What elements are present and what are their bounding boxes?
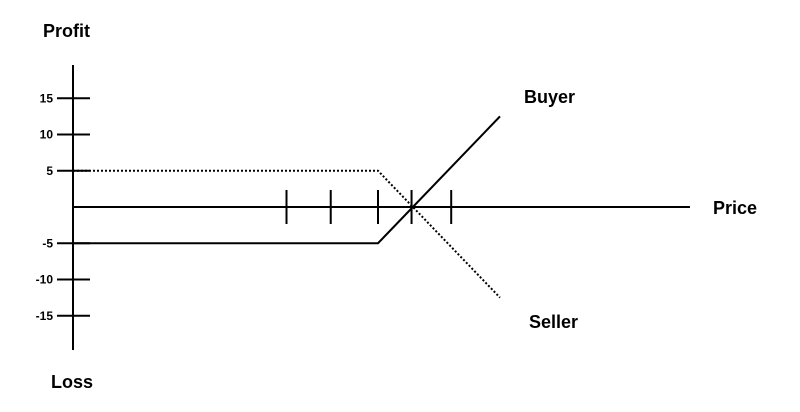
y-tick-label: 10 <box>40 128 54 142</box>
y-axis-top-label: Profit <box>43 21 90 41</box>
y-ticks: 15 10 5 -5 -10 -15 <box>36 91 90 323</box>
series-line-buyer <box>73 115 501 245</box>
y-tick-label: 15 <box>40 91 54 105</box>
series-label-buyer: Buyer <box>524 87 575 107</box>
series-label-seller: Seller <box>529 312 578 332</box>
series-line-seller <box>73 169 501 299</box>
y-tick-label: 5 <box>46 164 53 178</box>
x-axis-label: Price <box>713 198 757 218</box>
y-tick-label: -5 <box>42 236 53 250</box>
y-axis-bottom-label: Loss <box>51 372 93 392</box>
y-tick-label: -10 <box>36 273 54 287</box>
axes <box>72 65 690 350</box>
y-tick-label: -15 <box>36 309 54 323</box>
series-lines <box>73 115 501 299</box>
